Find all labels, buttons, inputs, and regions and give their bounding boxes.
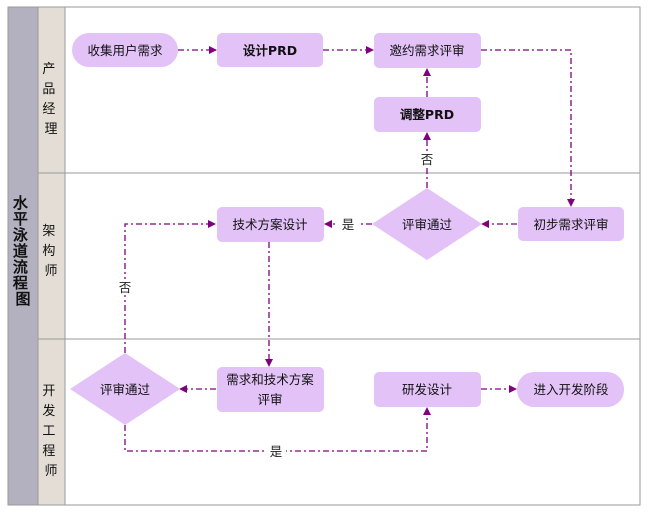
lane-header-dev bbox=[37, 338, 66, 506]
edge-label-bg bbox=[338, 216, 358, 232]
pool-frame bbox=[7, 6, 641, 506]
node-adjust-text: 调整PRD bbox=[400, 107, 454, 122]
node-review2: 评审通过 bbox=[70, 353, 180, 425]
node-devdesign: 研发设计 bbox=[374, 372, 481, 407]
pool-title: 水 平 泳 道 流 程 图 bbox=[12, 194, 33, 308]
lane-label-arch: 架 构 师 bbox=[42, 224, 59, 279]
node-prd-text: 设计PRD bbox=[243, 43, 297, 58]
edge-review2-to-techdesign bbox=[124, 220, 216, 353]
node-prd: 设计PRD bbox=[217, 33, 323, 67]
pool-title-header bbox=[7, 6, 39, 506]
node-review1-text: 评审通过 bbox=[402, 217, 453, 232]
edge-label-bg bbox=[417, 151, 437, 167]
node-invite-text: 邀约需求评审 bbox=[389, 43, 464, 58]
node-prelim: 初步需求评审 bbox=[518, 207, 624, 241]
edge-label-bg bbox=[266, 443, 286, 459]
edge-label-yes-2: 是 bbox=[270, 444, 283, 459]
lane-header-pm bbox=[37, 6, 66, 174]
node-techdesign-text: 技术方案设计 bbox=[232, 217, 307, 232]
node-review2-text: 评审通过 bbox=[100, 382, 151, 397]
node-collect-text: 收集用户需求 bbox=[87, 43, 163, 58]
node-collect: 收集用户需求 bbox=[72, 33, 178, 67]
node-reqtech-text-line1: 需求和技术方案 bbox=[226, 372, 314, 387]
node-devdesign-text: 研发设计 bbox=[402, 382, 452, 397]
edge-label-no-1: 否 bbox=[421, 152, 434, 167]
lane-label-pm: 产 品 经 理 bbox=[42, 62, 59, 137]
node-review1: 评审通过 bbox=[372, 188, 482, 260]
node-prelim-text: 初步需求评审 bbox=[533, 217, 608, 232]
edge-label-no-2: 否 bbox=[119, 280, 132, 295]
node-invite: 邀约需求评审 bbox=[374, 33, 481, 68]
lane-header-arch bbox=[37, 172, 66, 340]
node-reqtech: 需求和技术方案 评审 bbox=[217, 367, 324, 412]
node-reqtech-text-line2: 评审 bbox=[257, 392, 282, 407]
node-adjust: 调整PRD bbox=[374, 97, 481, 132]
node-enter-text: 进入开发阶段 bbox=[533, 382, 608, 397]
edge-label-yes-1: 是 bbox=[342, 217, 355, 232]
edge-invite-to-prelim bbox=[481, 49, 575, 207]
edge-label-bg bbox=[115, 279, 135, 295]
node-enter: 进入开发阶段 bbox=[517, 372, 624, 407]
node-techdesign: 技术方案设计 bbox=[217, 207, 324, 242]
lane-label-dev: 开 发 工 程 师 bbox=[42, 384, 59, 479]
